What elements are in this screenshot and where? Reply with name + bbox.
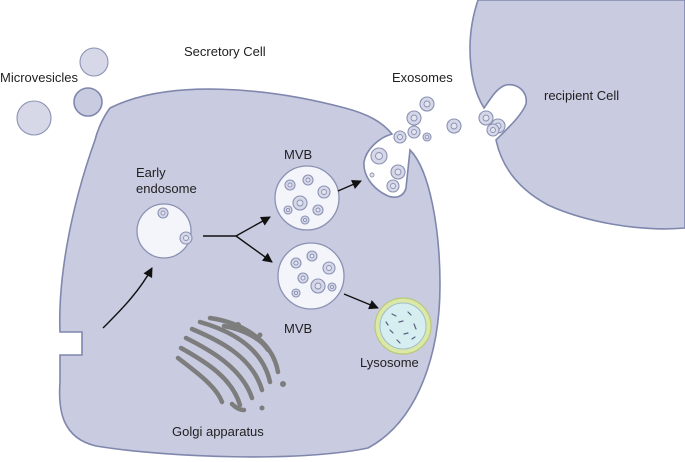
mvb-to-membrane-arrow [337,180,362,192]
to-mvb-top-arrow [235,216,271,237]
mvb-top [274,165,340,231]
lysosome-label: Lysosome [360,355,419,370]
golgi-label: Golgi apparatus [172,424,264,439]
early-endosome-label-line2: endosome [136,181,197,196]
recipient-cell [469,0,685,230]
golgi-apparatus [175,315,281,413]
secretory-cell [58,88,441,458]
mvb-top-label: MVB [284,147,312,162]
pocket-vesicle-small [369,172,375,178]
microvesicles-label: Microvesicles [0,70,79,85]
recipient-cell-label: recipient Cell [544,88,619,103]
early-endosome [136,203,193,259]
secretory-cell-label: Secretory Cell [184,44,266,59]
to-mvb-bottom-arrow [235,235,273,263]
mvb-to-lysosome-arrow [343,293,379,310]
mvb-bottom-label: MVB [284,321,312,336]
exosomes-label: Exosomes [392,70,453,85]
endocytosis-arrow [102,267,153,329]
microvesicle-budding [73,87,103,117]
lysosome [374,297,432,355]
early-endosome-label-line1: Early [136,165,166,180]
golgi-vesicles [235,322,286,411]
released-exosomes [393,96,500,144]
microvesicle-left [16,100,52,136]
mvb-bottom [277,242,345,310]
microvesicle-top [79,47,109,77]
